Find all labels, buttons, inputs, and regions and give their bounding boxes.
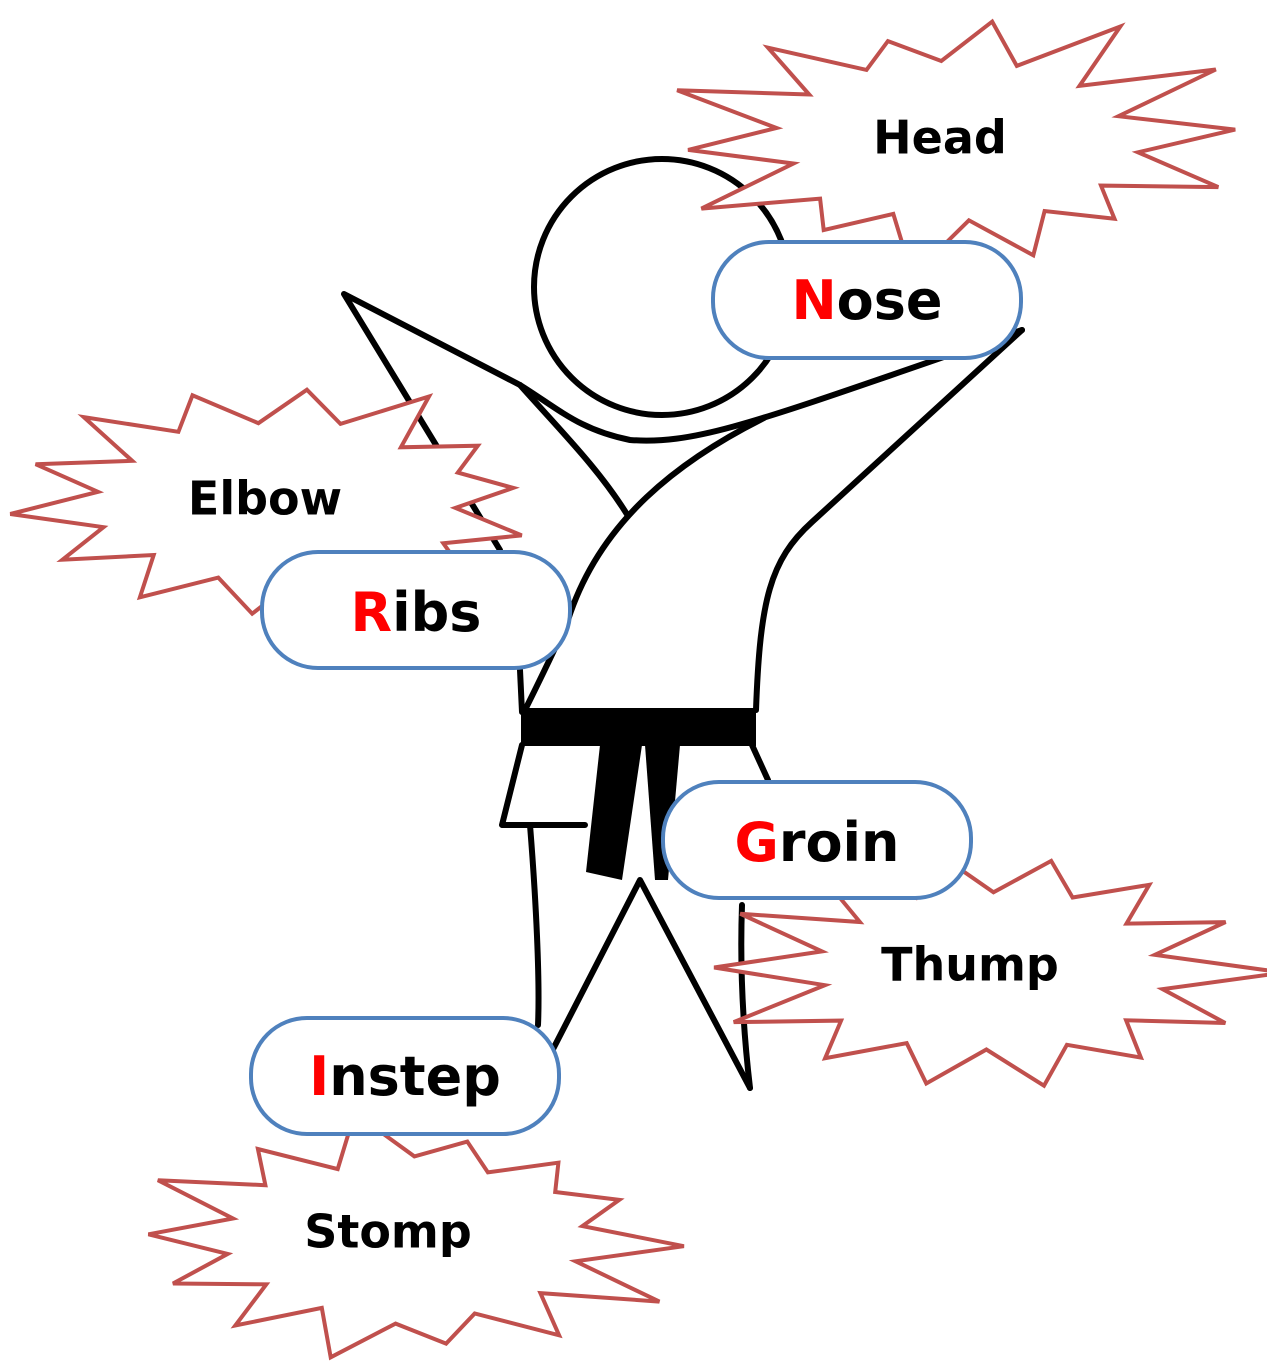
pill-ribs-box — [260, 550, 572, 670]
figure-right-arm — [753, 327, 1025, 713]
pill-instep-label: Instep — [309, 1045, 501, 1108]
figure-left-leg — [527, 822, 542, 1028]
pill-nose-rest: ose — [837, 269, 943, 332]
burst-head-label: Head — [873, 111, 1007, 165]
karate-figure — [341, 156, 1025, 1091]
pill-ribs-label: Ribs — [351, 581, 482, 644]
pill-nose-initial: N — [791, 269, 836, 332]
pill-instep: Instep — [249, 1016, 561, 1136]
burst-labels: Head Elbow Thump Stomp — [188, 111, 1059, 1259]
pill-instep-box — [249, 1016, 561, 1136]
pills-layer: Nose Ribs Groin Instep — [249, 240, 1023, 1136]
pill-groin-label: Groin — [734, 811, 899, 874]
burst-elbow-label: Elbow — [188, 472, 342, 526]
figure-torso-left-lower — [517, 667, 525, 715]
pill-groin-initial: G — [734, 811, 778, 874]
pill-nose-box — [711, 240, 1023, 360]
black-belt — [521, 708, 756, 880]
burst-stomp-shape — [147, 1109, 685, 1361]
burst-thump-shape — [713, 848, 1267, 1089]
figure-right-leg — [738, 902, 753, 1091]
pill-nose-label: Nose — [791, 269, 942, 332]
burst-head-shape — [676, 18, 1236, 280]
burst-stomp-label: Stomp — [304, 1205, 472, 1259]
pill-groin: Groin — [661, 780, 973, 900]
burst-thump-label: Thump — [881, 938, 1059, 992]
figure-torso-left — [517, 382, 631, 519]
pill-instep-rest: nstep — [329, 1045, 501, 1108]
figure-left-leg-inner — [547, 877, 753, 1091]
pill-ribs-initial: R — [351, 581, 393, 644]
belt-tail-right — [645, 745, 680, 880]
figure-shoulder-line — [517, 327, 1025, 444]
pill-instep-initial: I — [309, 1045, 329, 1108]
pill-groin-box — [661, 780, 973, 900]
pill-nose: Nose — [711, 240, 1023, 360]
pill-ribs: Ribs — [260, 550, 572, 670]
belt-band — [521, 708, 756, 746]
pill-groin-rest: roin — [779, 811, 900, 874]
figure-gi-lapel — [521, 415, 767, 715]
belt-tail-left — [586, 745, 642, 880]
pill-ribs-rest: ibs — [392, 581, 481, 644]
figure-gi-skirt — [499, 742, 771, 828]
